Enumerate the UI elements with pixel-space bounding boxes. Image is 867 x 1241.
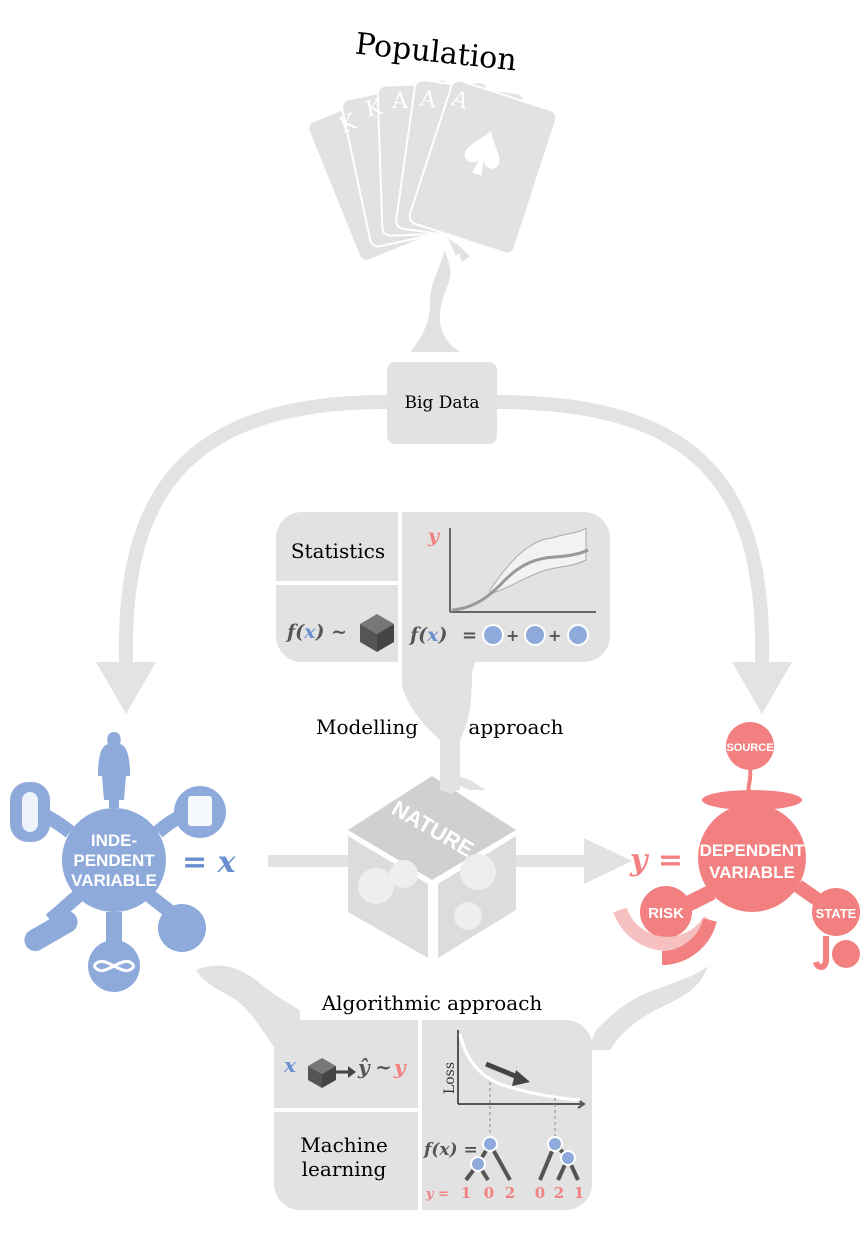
tree-node-icon: [560, 1150, 576, 1166]
statistics-label: Statistics: [291, 539, 385, 563]
source-bubble: [726, 722, 774, 770]
tree-node-icon: [470, 1156, 486, 1172]
flow-arrow-right-head: [732, 662, 792, 714]
virus-icon: [158, 904, 206, 952]
leaf-left-0: 1: [461, 1184, 471, 1202]
big-data-label: Big Data: [405, 393, 480, 413]
tree-node-icon: [547, 1136, 563, 1152]
ml-x: x: [283, 1053, 297, 1077]
animals-icon: [702, 790, 802, 810]
stat-x-left: x: [303, 621, 316, 643]
loss-axis-label: Loss: [442, 1062, 458, 1094]
ml-y: y: [393, 1055, 407, 1079]
dna-gear-icon: [358, 868, 394, 904]
ml-label-2: learning: [302, 1157, 387, 1181]
svg-text:A: A: [417, 86, 438, 113]
svg-text:f(x): f(x): [408, 624, 448, 646]
ml-label-1: Machine: [300, 1133, 388, 1157]
playing-cards-icon: K K A A A: [307, 78, 558, 262]
svg-text:A: A: [391, 89, 409, 114]
plus-1: +: [506, 626, 519, 645]
arrow-left-shaft: [268, 855, 348, 867]
stat-f-right: f(: [408, 624, 428, 646]
gear-dna-icon: [482, 624, 504, 646]
approach-label: approach: [468, 715, 563, 739]
dep-line2: VARIABLE: [709, 863, 795, 882]
ml-yhat: ŷ: [357, 1055, 371, 1079]
dep-state-label: STATE: [816, 906, 857, 921]
gear-tube-icon: [524, 624, 546, 646]
leaf-right-1: 2: [554, 1184, 564, 1202]
flow-arrow-right: [496, 395, 769, 665]
dep-y-equals: y =: [629, 843, 683, 878]
algorithmic-label: Algorithmic approach: [321, 991, 543, 1015]
dep-risk-label: RISK: [648, 905, 684, 922]
hand-middle-icon: [440, 760, 486, 794]
leaf-left-1: 0: [484, 1184, 494, 1202]
stat-y-axis-label: y: [427, 525, 441, 547]
stat-line-chart: y: [427, 525, 596, 613]
indep-line3: VARIABLE: [71, 871, 157, 890]
kidney-icon: [832, 940, 860, 968]
stat-f-left: f(: [285, 621, 305, 643]
leaf-left-2: 2: [505, 1184, 515, 1202]
arrow-right-shaft: [516, 855, 586, 867]
pill-icon: [24, 911, 78, 951]
hand-bottom-right-icon: [588, 966, 708, 1050]
gear-icon-a: [390, 860, 418, 888]
svg-text:f(x) ~: f(x) ~: [285, 621, 347, 643]
leaf-right-0: 0: [535, 1184, 545, 1202]
ml-y-equals: y =: [425, 1187, 449, 1202]
ml-tilde: ~: [375, 1055, 392, 1079]
black-box-icon: [360, 614, 394, 652]
tree-node-icon: [482, 1136, 498, 1152]
flow-arrow-left: [119, 395, 388, 665]
flow-arrow-left-head: [96, 662, 156, 714]
indep-line2: PENDENT: [73, 851, 155, 870]
gear-clipboard-icon: [567, 624, 589, 646]
indep-line1: INDE-: [91, 831, 137, 850]
stat-equals: =: [462, 625, 477, 646]
leaf-right-2: 1: [574, 1184, 584, 1202]
indep-equals-x: = x: [182, 845, 237, 880]
stat-x-right: x: [426, 624, 439, 646]
dependent-variable-blob: [640, 722, 860, 970]
ml-panel: x ŷ ~ y Machine learning Loss f(x) =: [274, 1020, 592, 1210]
ml-box-icon: [308, 1058, 356, 1088]
ml-f-of-x: f(x) =: [423, 1140, 478, 1160]
statistics-panel: Statistics f(x) ~ y f(x) = + +: [276, 512, 610, 790]
stat-close-right: ): [438, 624, 448, 646]
human-figure-icon: [98, 732, 130, 800]
hand-bottom-left-icon: [196, 965, 300, 1050]
tube-gear-icon: [454, 902, 482, 930]
state-bubble: [812, 888, 860, 936]
clipboard-gear-icon: [460, 854, 496, 890]
plus-2: +: [548, 626, 561, 645]
hand-top-icon: [410, 238, 470, 352]
arrow-right-head: [584, 838, 632, 884]
population-title: Population: [354, 27, 519, 79]
nature-cube: NATURE: [348, 776, 516, 958]
modelling-label: Modelling: [316, 715, 418, 739]
risk-bubble: [640, 886, 692, 938]
svg-text:K: K: [363, 95, 385, 123]
big-data-card: [387, 362, 497, 444]
stat-close-left: ) ~: [315, 621, 348, 643]
dep-line1: DEPENDENT: [700, 841, 805, 860]
dep-source-label: SOURCE: [726, 742, 773, 754]
loss-plot: Loss: [442, 1030, 586, 1144]
